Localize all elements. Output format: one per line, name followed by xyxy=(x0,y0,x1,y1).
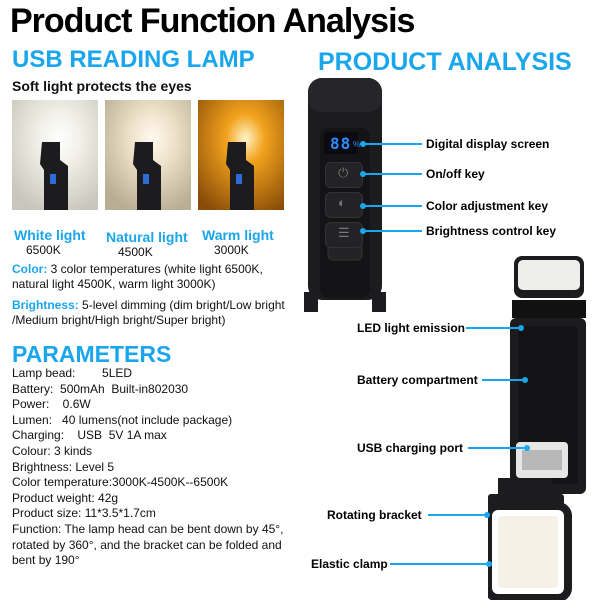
callout-line xyxy=(428,514,484,516)
param-function-3: bent by 190° xyxy=(12,553,80,568)
callout-line xyxy=(364,173,422,175)
callout-onoff-key: On/off key xyxy=(426,167,485,181)
white-light-label: White light xyxy=(14,227,86,243)
callout-dot xyxy=(522,377,528,383)
soft-light-subtitle: Soft light protects the eyes xyxy=(12,78,192,94)
callout-line xyxy=(468,447,524,449)
param-lamp-bead: Lamp bead: 5LED xyxy=(12,366,133,380)
callout-line xyxy=(364,230,422,232)
param-power: Power: 0.6W xyxy=(12,397,91,412)
white-light-photo xyxy=(12,100,98,210)
natural-light-photo xyxy=(105,100,191,210)
callout-dot xyxy=(484,512,490,518)
callout-elastic-clamp: Elastic clamp xyxy=(311,557,388,571)
callout-line xyxy=(466,327,518,329)
warm-light-label: Warm light xyxy=(202,227,274,243)
param-colour: Colour: 3 kinds xyxy=(12,443,93,458)
callout-battery-compartment: Battery compartment xyxy=(357,373,478,387)
callout-dot xyxy=(486,561,492,567)
callout-dot xyxy=(518,325,524,331)
white-light-temp: 6500K xyxy=(26,243,61,257)
callout-brightness-control: Brightness control key xyxy=(426,224,557,238)
callout-digital-display: Digital display screen xyxy=(426,137,550,151)
page-title: Product Function Analysis xyxy=(10,2,415,40)
power-key[interactable]: ⏻ xyxy=(325,162,363,188)
digital-display-unit: % xyxy=(353,140,361,149)
param-lumen: Lumen: 40 lumens(not include package) xyxy=(12,412,233,427)
callout-dot xyxy=(360,141,366,147)
callout-line xyxy=(482,379,522,381)
lamp-back-view xyxy=(484,256,586,602)
brightness-description: Brightness: 5-level dimming (dim bright/… xyxy=(12,298,285,327)
callout-line xyxy=(390,563,486,565)
power-icon: ⏻ xyxy=(338,165,349,180)
brightness-label: Brightness: xyxy=(12,298,79,312)
callout-rotating-bracket: Rotating bracket xyxy=(327,508,422,522)
callout-usb-port: USB charging port xyxy=(357,441,464,455)
param-function-2: rotated by 360°, and the bracket can be … xyxy=(12,537,282,552)
natural-light-label: Natural light xyxy=(106,229,188,245)
warm-light-temp: 3000K xyxy=(214,243,249,257)
callout-dot xyxy=(360,171,366,177)
warm-light-photo xyxy=(198,100,284,210)
callout-dot xyxy=(360,228,366,234)
color-label: Color: xyxy=(12,262,48,276)
brightness-icon: ☰ xyxy=(338,225,350,240)
color-description: Color: 3 color temperatures (white light… xyxy=(12,262,263,291)
digital-display-digits: 88 xyxy=(330,134,352,153)
color-adjust-key[interactable]: ◐ xyxy=(325,192,363,218)
callout-dot xyxy=(524,445,530,451)
param-size: Product size: 11*3.5*1.7cm xyxy=(12,506,156,521)
param-weight: Product weight: 42g xyxy=(12,490,119,505)
parameters-heading: PARAMETERS xyxy=(12,341,172,367)
callout-dot xyxy=(360,203,366,209)
color-icon: ◐ xyxy=(338,195,346,210)
usb-lamp-heading: USB READING LAMP xyxy=(12,46,255,73)
callout-line xyxy=(364,205,422,207)
callout-led-emission: LED light emission xyxy=(357,321,466,335)
callout-line xyxy=(364,143,422,145)
param-brightness: Brightness: Level 5 xyxy=(12,459,115,474)
parameters-list: Lamp bead: 5LED Battery: 500mAh Built-in… xyxy=(12,366,302,569)
param-function-1: Function: The lamp head can be bent down… xyxy=(12,521,284,536)
brightness-key[interactable]: ☰ xyxy=(325,222,363,248)
param-color-temperature: Color temperature:3000K-4500K--6500K xyxy=(12,475,229,490)
param-battery: Battery: 500mAh Built-in802030 xyxy=(12,381,189,396)
natural-light-temp: 4500K xyxy=(118,245,153,259)
param-charging: Charging: USB 5V 1A max xyxy=(12,428,167,443)
callout-color-adjust: Color adjustment key xyxy=(426,199,549,213)
product-analysis-heading: PRODUCT ANALYSIS xyxy=(318,48,572,76)
